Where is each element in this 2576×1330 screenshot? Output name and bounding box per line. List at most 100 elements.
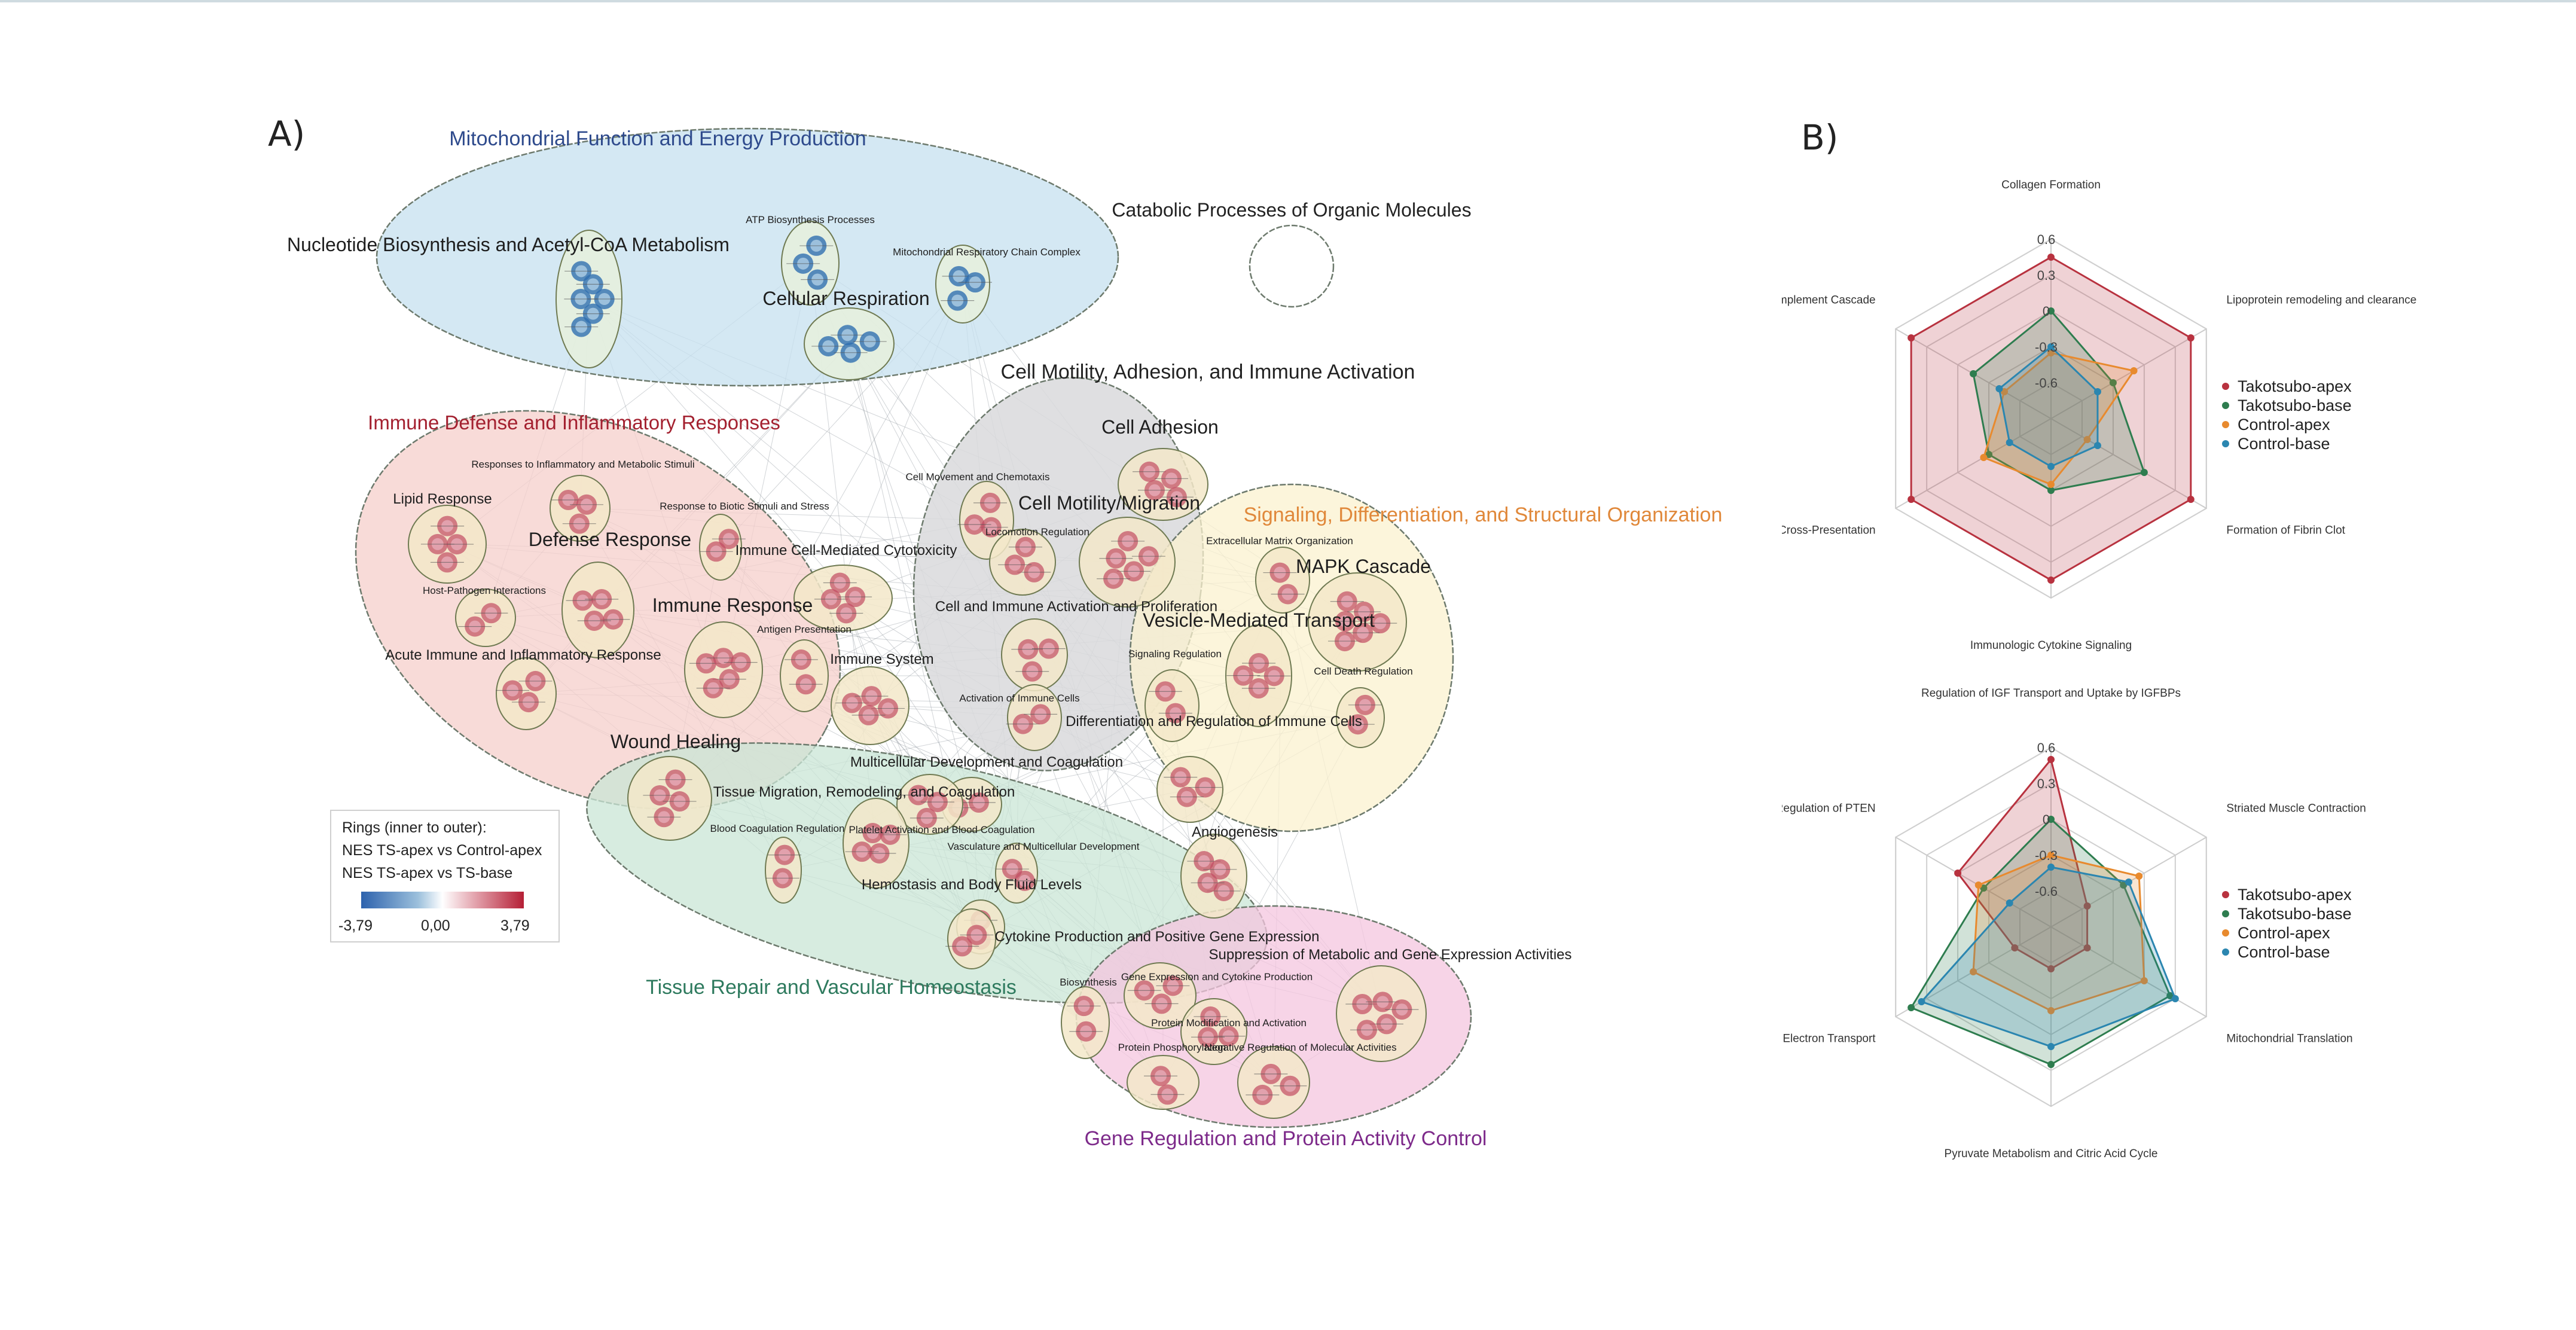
radar-axis-label: Regulation of IGF Transport and Uptake b…: [1921, 688, 2181, 700]
radar-series-control-base: [1995, 343, 2101, 470]
radar-series-control-apex: [1970, 852, 2148, 1014]
radar-data-point: [2047, 852, 2055, 859]
radar-data-point: [2140, 469, 2148, 476]
cluster: [1255, 547, 1310, 614]
cluster-label: Platelet Activation and Blood Coagulatio…: [849, 824, 1035, 835]
cluster: [1006, 684, 1062, 751]
radar-data-point: [1974, 881, 1982, 889]
top-border: [0, 0, 2576, 2]
radar-data-point: [2130, 367, 2138, 374]
radar-axis-line: [2050, 418, 2207, 509]
cluster-ellipse: [627, 756, 712, 841]
group-title-mito: Mitochondrial Function and Energy Produc…: [449, 127, 866, 150]
radar-data-point: [2083, 436, 2091, 443]
radar-data-point: [2125, 878, 2132, 886]
group-ellipse-catabolic: [1249, 224, 1335, 308]
cluster-label: Extracellular Matrix Organization: [1206, 535, 1353, 547]
legend-title: Rings (inner to outer):: [342, 819, 487, 836]
radar-legend: Takotsubo-apexTakotsubo-baseControl-apex…: [2222, 886, 2352, 961]
group-title-catabolic: Catabolic Processes of Organic Molecules: [1112, 199, 1471, 221]
cluster-label: Wound Healing: [611, 731, 741, 752]
cluster-label: Immune Response: [652, 594, 813, 616]
legend-label: Takotsubo-base: [2238, 905, 2352, 923]
cluster-label: Antigen Presentation: [757, 624, 851, 635]
cluster-label: Cytokine Production and Positive Gene Ex…: [995, 929, 1320, 945]
radar-axis-label: Mitochondrial Translation: [2226, 1033, 2352, 1045]
radar-data-point: [1980, 884, 1988, 892]
cluster-label: Immune Cell-Mediated Cytotoxicity: [735, 542, 957, 559]
cluster: [455, 588, 516, 647]
cluster: [550, 475, 611, 542]
radar-tick-label: 0.6: [2037, 740, 2056, 755]
legend-label: Control-apex: [2238, 416, 2330, 434]
legend-marker: [2222, 421, 2229, 428]
cluster-ellipse: [1336, 965, 1427, 1062]
legend-label: Control-base: [2238, 435, 2330, 453]
legend-label: Takotsubo-apex: [2238, 377, 2352, 395]
cluster: [627, 756, 712, 841]
radar-data-point: [1907, 1004, 1915, 1011]
cluster-label: Nucleotide Biosynthesis and Acetyl-CoA M…: [287, 234, 730, 255]
cluster: [781, 221, 840, 306]
cluster-label: Host-Pathogen Interactions: [423, 585, 546, 596]
cluster-label: Lipid Response: [393, 491, 492, 507]
radar-axis-label: Striated Muscle Contraction: [2226, 803, 2366, 815]
cluster: [684, 621, 763, 718]
radar-data-point: [1918, 998, 1925, 1005]
cluster-ellipse: [561, 562, 634, 658]
cluster-label: Cell Adhesion: [1101, 416, 1219, 438]
radar-axis-line: [2050, 328, 2207, 419]
radar-axis-line: [1895, 418, 2052, 509]
cluster-label: Gene Expression and Cytokine Production: [1121, 971, 1313, 983]
legend-mid-label: 0,00: [421, 917, 450, 934]
radar-data-point: [2006, 899, 2013, 907]
cluster-label: Blood Coagulation Regulation: [710, 823, 845, 834]
radar-axis-label: Antigen Cross-Presentation: [1782, 524, 1876, 537]
legend-min-label: -3,79: [338, 917, 373, 934]
cluster-label: Response to Biotic Stimuli and Stress: [660, 501, 829, 512]
group-title-motility: Cell Motility, Adhesion, and Immune Acti…: [1001, 361, 1415, 383]
radar-tick-label: 0.3: [2037, 776, 2056, 791]
cluster-label: Biosynthesis: [1060, 977, 1116, 988]
radar-tick-label: -0.6: [2035, 376, 2058, 391]
cluster-ellipse: [1308, 572, 1407, 672]
network-color-legend: Rings (inner to outer): NES TS-apex vs C…: [330, 810, 560, 942]
radar-data-point: [2171, 995, 2179, 1002]
radar-tick-label: -0.6: [2035, 884, 2058, 899]
legend-label: Takotsubo-base: [2238, 396, 2352, 414]
radar-data-point: [2083, 902, 2091, 910]
cluster-label: Acute Immune and Inflammatory Response: [385, 647, 661, 663]
cluster: [780, 639, 829, 712]
radar-data-point: [2140, 977, 2148, 984]
cluster: [408, 505, 487, 584]
cluster-label: Defense Response: [529, 529, 691, 550]
legend-marker: [2222, 383, 2229, 390]
cluster-label: Suppression of Metabolic and Gene Expres…: [1209, 947, 1572, 963]
cluster-label: Vasculature and Multicellular Developmen…: [948, 841, 1140, 852]
radar-data-point: [1980, 454, 1988, 461]
radar-data-point: [2047, 1061, 2055, 1068]
group-title-immune: Immune Defense and Inflammatory Response…: [368, 411, 780, 434]
radar-data-point: [1970, 968, 1977, 975]
cluster-label: Vesicle-Mediated Transport: [1143, 609, 1375, 631]
group-ellipse-signaling: [1129, 483, 1454, 832]
radar-axis-line: [2050, 926, 2207, 1017]
radar-data-point: [2047, 1043, 2055, 1050]
legend-marker: [2222, 929, 2229, 937]
legend-label: Control-apex: [2238, 924, 2330, 942]
radar-legend: Takotsubo-apexTakotsubo-baseControl-apex…: [2222, 377, 2352, 453]
legend-marker: [2222, 891, 2229, 898]
cluster-layer: [408, 221, 1427, 1119]
cluster-label: Differentiation and Regulation of Immune…: [1066, 713, 1362, 730]
radar-data-point: [2047, 349, 2055, 356]
radar-tick-label: 0.6: [2037, 232, 2056, 247]
enrichment-network: Nucleotide Biosynthesis and Acetyl-CoA M…: [287, 127, 1722, 1150]
cluster: [1225, 624, 1292, 727]
radar-data-point: [2109, 379, 2117, 386]
cluster-label: Locomotion Regulation: [985, 526, 1089, 538]
cluster-label: Multicellular Development and Coagulatio…: [850, 754, 1123, 770]
legend-ring-inner: NES TS-apex vs Control-apex: [342, 842, 542, 859]
cluster: [1079, 517, 1176, 608]
legend-marker: [2222, 948, 2229, 956]
cluster-ellipse: [843, 798, 909, 889]
